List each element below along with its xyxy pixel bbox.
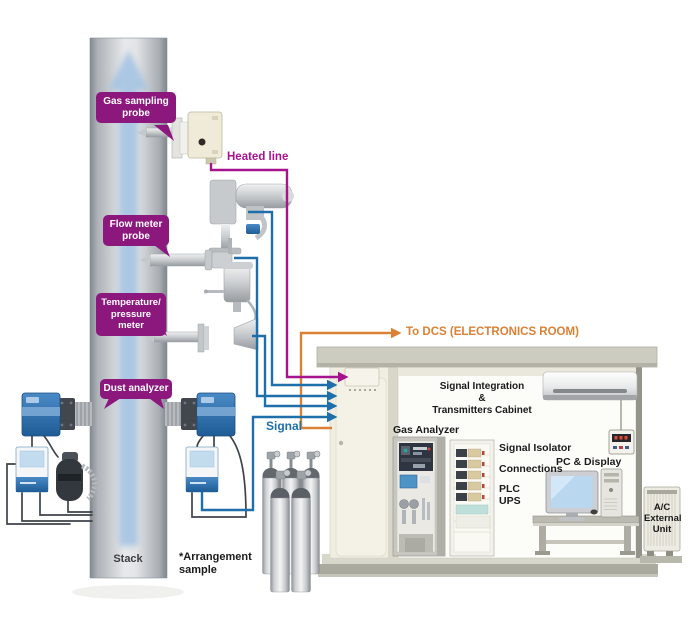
gas-analyzer-label: Gas Analyzer (393, 424, 460, 436)
thermostat-panel (608, 400, 635, 455)
signal-isolator-label: Signal Isolator (499, 442, 572, 454)
signal-integration-cabinet-label: Signal Integration & Transmitters Cabine… (432, 381, 532, 416)
flow-meter-probe-device (140, 238, 233, 271)
dust-analyzer-left-device (6, 392, 98, 525)
door-knob (338, 440, 344, 446)
cylinder (270, 469, 291, 593)
dcs-wire (299, 327, 402, 430)
pc-display-label: PC & Display (556, 456, 622, 468)
dust-analyzer-right-device (165, 392, 247, 518)
label-flow-meter-probe: Flow meter probe (103, 215, 169, 246)
sample-conditioning-assembly (208, 179, 294, 255)
label-gas-sampling-probe: Gas sampling probe (96, 92, 176, 123)
plc-label: PLC (499, 483, 520, 495)
gas-sampling-probe-device (137, 111, 223, 165)
label-dust-analyzer: Dust analyzer (100, 379, 172, 399)
shelter-door (335, 377, 387, 557)
cylinder (291, 469, 312, 593)
gas-analyzer-cabinet (392, 436, 446, 557)
signal-label: Signal (266, 419, 303, 433)
label-temperature-pressure-meter: Temperature/ pressure meter (96, 293, 166, 336)
ac-external-unit (640, 486, 682, 563)
blower-pump (56, 452, 98, 501)
stack-label: Stack (113, 553, 143, 565)
dust-analyzer-control-box (15, 446, 49, 493)
ups-label: UPS (499, 495, 521, 507)
table (532, 515, 640, 555)
heated-line-wire (209, 163, 349, 383)
temperature-pressure-device (145, 262, 259, 353)
analyzer-shelter (316, 346, 658, 577)
connections-label: Connections (499, 463, 563, 475)
heated-line-label: Heated line (227, 151, 289, 163)
arrangement-note: *Arrangement sample (179, 551, 252, 576)
pc-workstation (545, 468, 623, 521)
mouse (590, 509, 598, 515)
transmitters-cabinet (449, 439, 495, 557)
monitor (545, 470, 599, 521)
signal-wires (200, 210, 338, 512)
air-conditioner-indoor-unit (542, 371, 638, 401)
to-dcs-label: To DCS (ELECTRONICS ROOM) (406, 326, 579, 338)
ac-external-unit-label: A/C External Unit (644, 502, 682, 535)
gas-cylinders (262, 450, 321, 593)
dust-analyzer-control-box (185, 446, 219, 493)
pc-tower (600, 468, 623, 518)
